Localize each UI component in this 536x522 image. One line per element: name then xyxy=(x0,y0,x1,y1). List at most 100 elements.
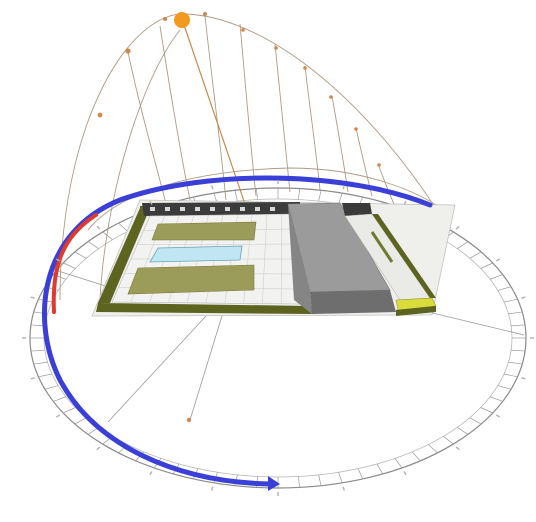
compass-label-stub xyxy=(55,258,61,262)
compass-tick xyxy=(74,417,87,425)
compass-tick xyxy=(38,373,53,378)
compass-tick xyxy=(318,474,322,486)
summer-path-ribbon xyxy=(42,175,433,487)
annex-bench xyxy=(370,231,394,263)
compass-tick xyxy=(457,241,469,249)
hour-marker xyxy=(303,66,307,70)
strip-window xyxy=(180,207,185,211)
strip-window xyxy=(150,207,155,211)
compass-tick xyxy=(497,385,512,390)
hour-marker xyxy=(163,17,167,21)
hour-marker xyxy=(203,12,207,16)
compass-tick xyxy=(394,458,403,469)
sun-hour-markers xyxy=(97,12,381,423)
compass-label-stub xyxy=(211,486,214,491)
sun-path-inner-arc xyxy=(99,29,181,301)
sun-path-hour-line xyxy=(377,163,395,205)
compass-tick xyxy=(503,373,518,378)
compass-tick xyxy=(508,361,523,365)
roof-strip-windows xyxy=(150,207,275,211)
compass-tick xyxy=(497,286,512,291)
compass-label-stub xyxy=(96,225,101,230)
compass-ticks xyxy=(30,188,526,488)
right-annex-wall xyxy=(372,214,436,298)
compass-label-stub xyxy=(211,185,214,190)
compass-tick xyxy=(256,188,258,200)
compass-label-stub xyxy=(521,296,526,299)
compass-tick xyxy=(357,468,364,480)
projection-line xyxy=(419,309,525,336)
hour-marker xyxy=(241,28,245,32)
building-model xyxy=(91,199,456,317)
compass-tick xyxy=(376,463,384,475)
hour-marker xyxy=(97,112,103,118)
strip-window xyxy=(165,207,170,211)
hour-marker xyxy=(329,95,333,99)
compass-tick xyxy=(428,444,438,454)
compass-tick xyxy=(63,262,76,269)
compass-tick xyxy=(118,222,128,232)
compass-label-stub xyxy=(342,486,345,491)
strip-window xyxy=(240,207,245,211)
roof-block-cap xyxy=(342,203,372,216)
compass-ring xyxy=(29,187,527,489)
compass-label-stub xyxy=(96,446,101,451)
hour-marker xyxy=(125,48,131,54)
compass-tick xyxy=(33,361,48,365)
strip-window xyxy=(225,207,230,211)
compass-tick xyxy=(318,190,322,202)
pool xyxy=(149,245,243,263)
compass-tick xyxy=(63,407,76,414)
sun-path-hour-line xyxy=(127,51,166,201)
compass-label-stub xyxy=(455,446,460,451)
sun-path-hour-line xyxy=(355,127,373,197)
strip-window xyxy=(210,207,215,211)
compass-label-stubs xyxy=(22,180,534,496)
compass-tick xyxy=(480,262,493,269)
compass-label-stub xyxy=(403,200,407,205)
compass-tick xyxy=(411,451,421,462)
summer-path-arrowhead xyxy=(268,476,280,491)
right-annex-front-wall xyxy=(396,306,436,316)
compass-tick xyxy=(53,396,67,402)
compass-tick xyxy=(102,231,113,240)
compass-tick xyxy=(44,385,59,390)
compass-tick xyxy=(503,298,518,303)
compass-label-stub xyxy=(149,471,153,476)
compass-tick xyxy=(74,251,87,259)
strip-window xyxy=(195,207,200,211)
compass-tick xyxy=(443,436,454,445)
compass-tick xyxy=(298,188,300,200)
grid-line xyxy=(137,243,298,245)
compass-tick xyxy=(234,190,238,202)
sun-path-arcs xyxy=(59,13,451,301)
compass-label-stub xyxy=(495,258,501,262)
dark-roof-strip xyxy=(142,202,300,216)
summer-sun-path xyxy=(42,175,433,491)
compass-tick xyxy=(489,396,503,402)
sun-path-hour-line xyxy=(304,65,321,191)
outer-wall-front xyxy=(96,303,312,314)
hour-marker xyxy=(377,163,381,167)
hour-marker xyxy=(274,46,278,50)
compass-tick xyxy=(508,311,523,315)
compass-tick xyxy=(511,349,526,352)
sun-path-hour-line xyxy=(274,43,291,193)
compass-tick xyxy=(338,192,343,204)
compass-label-stub xyxy=(30,296,35,299)
sun-icon xyxy=(174,12,190,28)
strip-window xyxy=(255,207,260,211)
roof-block-left xyxy=(288,204,312,314)
compass-tick xyxy=(489,274,503,280)
compass-tick xyxy=(469,417,482,425)
compass-tick xyxy=(338,472,343,484)
compass-label-stub xyxy=(149,200,153,205)
compass-label-stub xyxy=(495,414,501,418)
compass-tick xyxy=(457,427,469,435)
compass-tick xyxy=(87,241,99,249)
planter-bed-bottom xyxy=(127,264,255,295)
compass-tick xyxy=(480,407,493,414)
planter-bed-top xyxy=(151,221,257,241)
compass-tick xyxy=(469,251,482,259)
